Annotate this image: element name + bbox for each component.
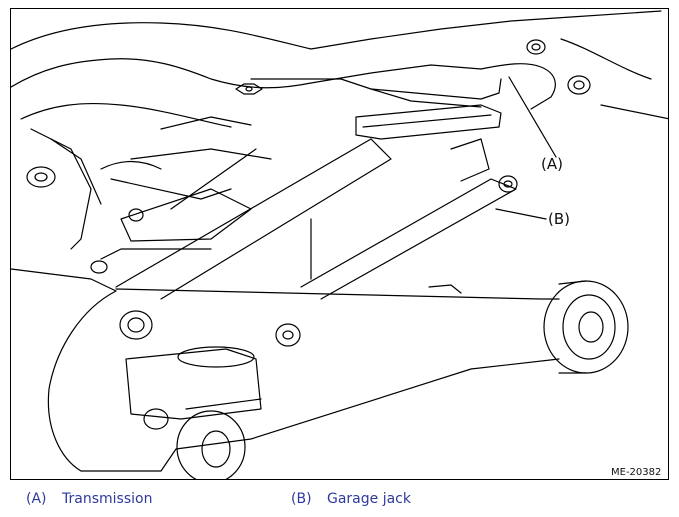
legend-key: (B) — [291, 491, 312, 507]
legend-key: (A) — [26, 491, 47, 507]
legend-item-garage-jack: (B) Garage jack — [291, 491, 411, 507]
legend-label: Transmission — [62, 491, 153, 507]
illustration-frame: (A) (B) ME-20382 — [10, 8, 669, 480]
callout-b: (B) — [548, 210, 570, 228]
figure-id: ME-20382 — [611, 467, 662, 478]
jack-arm-drawing — [115, 138, 547, 300]
legend-item-transmission: (A) Transmission — [26, 491, 152, 507]
transmission-drawing — [11, 10, 668, 158]
linkage-drawing — [26, 116, 272, 274]
callout-a: (A) — [541, 155, 563, 173]
legend-label: Garage jack — [327, 491, 411, 507]
jack-body-drawing — [11, 268, 629, 479]
garage-jack-illustration — [11, 10, 668, 479]
